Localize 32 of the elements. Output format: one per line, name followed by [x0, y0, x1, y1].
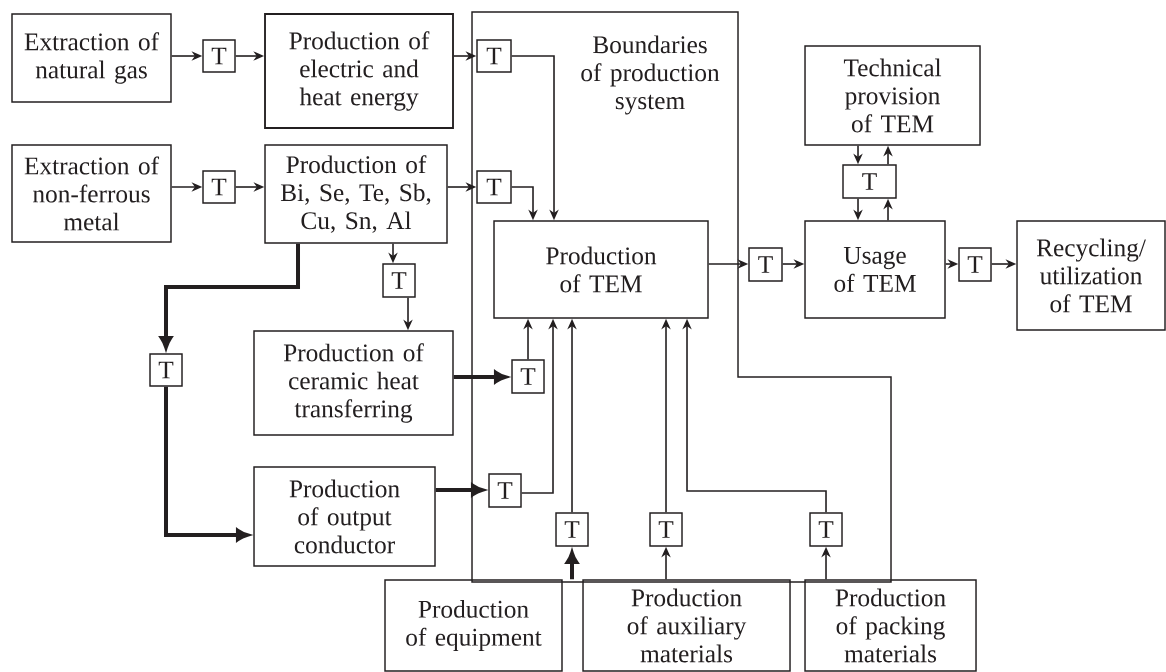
arrow: [164, 386, 250, 542]
process-box: Usage of TEM: [804, 220, 946, 319]
process-box: Extraction of non-ferrous metal: [11, 144, 172, 243]
process-box: Production of TEM: [493, 220, 709, 319]
transport-box: T: [476, 170, 512, 204]
transport-box: T: [476, 39, 512, 73]
transport-box: T: [202, 170, 236, 204]
process-box: Production of equipment: [384, 579, 563, 672]
transport-box: T: [649, 512, 683, 547]
arrow: [159, 243, 300, 350]
process-box: Production of electric and heat energy: [264, 13, 454, 129]
transport-box: T: [842, 164, 897, 199]
transport-box: T: [958, 247, 992, 282]
process-box: Production of packing materials: [804, 579, 977, 672]
arrow: [565, 550, 579, 580]
process-box: Recycling/ utilization of TEM: [1016, 220, 1166, 331]
transport-box: T: [555, 512, 589, 547]
arrow: [453, 370, 508, 384]
transport-box: T: [202, 39, 236, 73]
transport-box: T: [488, 473, 522, 508]
process-box: Extraction of natural gas: [11, 13, 172, 103]
process-box: Technical provision of TEM: [804, 45, 981, 146]
transport-box: T: [511, 359, 545, 394]
process-box: Production of ceramic heat transferring: [253, 330, 454, 436]
transport-box: T: [748, 247, 783, 282]
transport-box: T: [809, 512, 843, 547]
process-box: Production of auxiliary materials: [582, 579, 791, 672]
process-box: Production of Bi, Se, Te, Sb, Cu, Sn, Al: [264, 144, 448, 244]
process-box: Production of output conductor: [253, 466, 436, 567]
transport-box: T: [149, 353, 183, 387]
arrow: [435, 483, 485, 497]
transport-box: T: [382, 263, 416, 298]
